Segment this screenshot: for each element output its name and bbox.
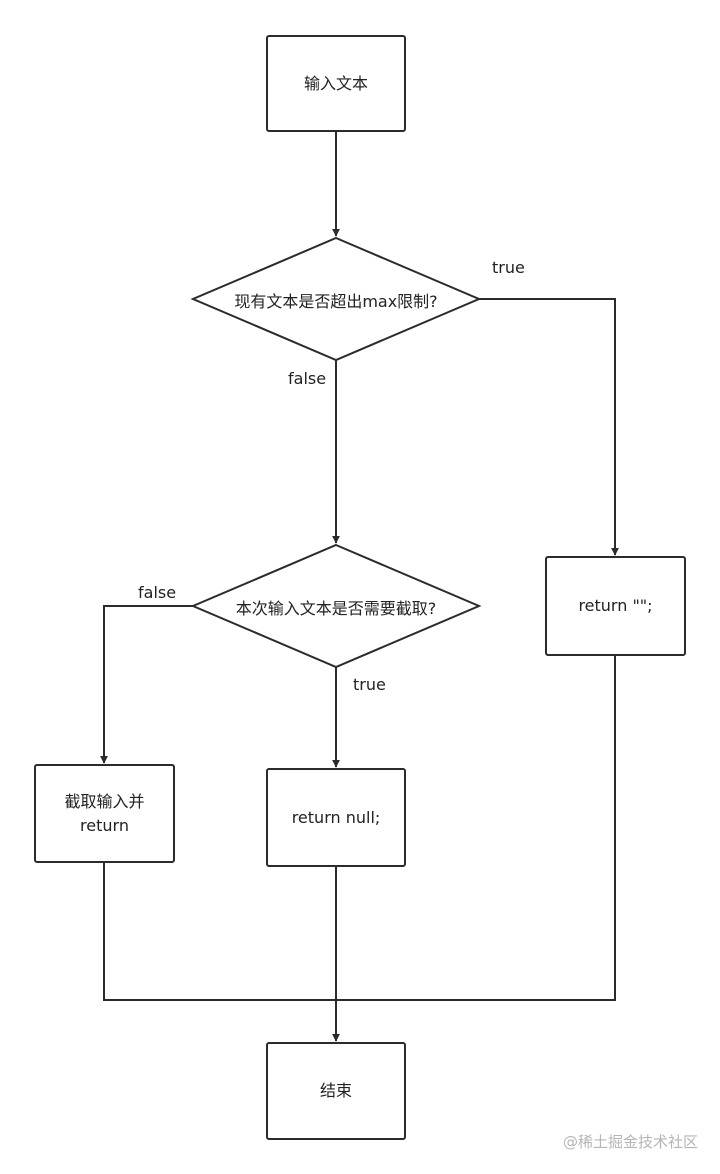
edge-label-max-true: true <box>492 258 525 277</box>
return-empty-node: return ""; <box>545 556 686 656</box>
return-null-node: return null; <box>266 768 406 867</box>
end-node-label: 结束 <box>319 1081 352 1100</box>
edge-label-truncate-true: true <box>353 675 386 694</box>
return-empty-label: return ""; <box>578 596 653 615</box>
decision-truncate-label: 本次输入文本是否需要截取? <box>235 599 437 618</box>
edge-label-max-false: false <box>288 369 327 388</box>
edge-max-true <box>479 298 619 556</box>
edge-return-empty-to-merge <box>336 655 616 1001</box>
truncate-return-label-line1: 截取输入并 <box>64 791 145 811</box>
watermark: @稀土掘金技术社区 <box>562 1133 698 1151</box>
edge-truncate-false <box>100 605 193 764</box>
edge-truncate-return-to-merge <box>103 862 336 1001</box>
truncate-return-node: 截取输入并 return <box>34 764 175 863</box>
edge-label-truncate-false: false <box>138 583 177 602</box>
start-node: 输入文本 <box>266 35 406 132</box>
end-node: 结束 <box>266 1042 406 1140</box>
start-node-label: 输入文本 <box>303 73 368 93</box>
decision-max-label: 现有文本是否超出max限制? <box>234 292 438 311</box>
return-null-label: return null; <box>291 807 381 827</box>
truncate-return-label-line2: return <box>80 815 129 835</box>
